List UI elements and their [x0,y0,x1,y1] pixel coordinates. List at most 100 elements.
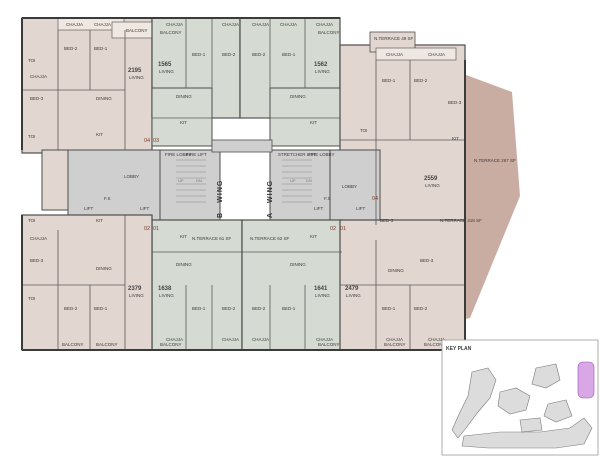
stretcher-lift-label: STRETCHER LIFT [278,152,316,157]
bed-label: BED-1 [382,306,396,311]
bed-label: BED-2 [222,306,236,311]
balcony-label: BALCONY [318,342,340,347]
fire-lobby-label: FIRE LOBBY [165,152,192,157]
unit-number: 02 [330,226,336,232]
dn-label: DN [196,178,202,183]
lobby-label: LOBBY [124,174,139,179]
chajja-label: CHAJJA [316,337,333,342]
unit-block-left-mid [41,149,73,211]
bed-label: BED-1 [282,306,296,311]
unit-number: 01 [153,226,159,232]
key-plan-map [451,363,593,449]
terrace-label: N.TERRACE 267 SF [474,158,516,163]
chajja-label: CHAJJA [252,22,269,27]
dining-label: DINING [96,266,112,271]
core-stair-left [159,149,221,221]
terrace-label: N.TERRACE 62 SF [250,236,290,241]
unit-area: 2379 [128,286,142,292]
unit-number: 02 [144,226,150,232]
bed-label: BED-1 [382,78,396,83]
kit-label: KIT [452,136,459,141]
kit-label: KIT [96,218,103,223]
chajja-label: CHAJJA [252,337,269,342]
unit-area: 1641 [314,286,328,292]
unit-area: 2559 [424,176,438,182]
unit-number: 04 [144,138,150,144]
bed-label: BED-2 [414,78,428,83]
dining-label: DINING [176,94,192,99]
unit-block-right-center [269,87,341,147]
fire-lift-label: FIRE LIFT [186,152,207,157]
toi-label: TOI [28,218,35,223]
a-wing-label: A - WING [267,180,274,218]
bed-label: BED-1 [282,52,296,57]
unit-number: 01 [340,226,346,232]
bed-label: BED-2 [252,52,266,57]
core-left [67,149,169,221]
living-label: LIVING [159,293,174,298]
unit-number: 04 [372,196,378,202]
chajja-label: CHAJJA [30,74,47,79]
b-wing-label: B - WING [217,180,224,218]
key-plan-highlight [577,361,595,399]
bed-label: BED-1 [94,306,108,311]
unit-area: 1562 [314,62,328,68]
fire-lobby-label: FIRE LOBBY [308,152,335,157]
balcony-label: BALCONY [318,30,340,35]
kit-label: KIT [180,234,187,239]
bed-label: BED-2 [64,306,78,311]
chajja-label: CHAJJA [94,22,111,27]
bed-label: BED-1 [94,46,108,51]
lift-label: LIFT [356,206,366,211]
chajja-label: CHAJJA [222,22,239,27]
living-label: LIVING [315,69,330,74]
living-label: LIVING [346,293,361,298]
up-label: UP [178,178,184,183]
bed-label: BED-1 [192,52,206,57]
bed-label: BED-1 [192,306,206,311]
terrace-label: N.TERRACE 318 SF [440,218,482,223]
lift-label: LIFT [84,206,94,211]
toi-label: TOI [28,134,35,139]
fs-label: F.S [104,196,111,201]
chajja-label: CHAJJA [166,337,183,342]
dining-label: DINING [176,262,192,267]
dn-label: DN [306,178,312,183]
chajja-label: CHAJJA [386,52,403,57]
unit-block-bottom-center-right [241,219,343,351]
terrace-label: N.TERRACE 61 SF [192,236,232,241]
toi-label: TOI [28,58,35,63]
bed-label: BED-3 [30,258,44,263]
chajja-top-right [375,47,457,61]
balcony-label: BALCONY [62,342,84,347]
unit-area: 1638 [158,286,172,292]
living-label: LIVING [159,69,174,74]
balcony-label: BALCONY [384,342,406,347]
bed-label: BED-3 [30,96,44,101]
bed-label: BED-2 [414,306,428,311]
lift-label: LIFT [140,206,150,211]
living-label: LIVING [129,75,144,80]
unit-area: 2479 [345,286,359,292]
balcony-label: BALCONY [96,342,118,347]
unit-block-bottom-left [21,214,153,351]
core-stair-right [269,149,331,221]
chajja-label: CHAJJA [166,22,183,27]
dining-label: DINING [388,268,404,273]
toi-label: TOI [360,128,367,133]
lobby-label: LOBBY [342,184,357,189]
chajja-label: CHAJJA [428,52,445,57]
fs-label: F.S [324,196,331,201]
living-label: LIVING [425,183,440,188]
outer-walls [21,17,466,351]
bed-label: BED-2 [64,46,78,51]
dining-label: DINING [96,96,112,101]
key-plan-title: KEY PLAN [446,346,472,352]
bed-label: BED-3 [448,100,462,105]
unit-block-left-center [151,87,213,147]
balcony-label: BALCONY [160,342,182,347]
kit-label: KIT [310,120,317,125]
chajja-label: CHAJJA [316,22,333,27]
lift-label: LIFT [314,206,324,211]
dining-label: DINING [290,262,306,267]
